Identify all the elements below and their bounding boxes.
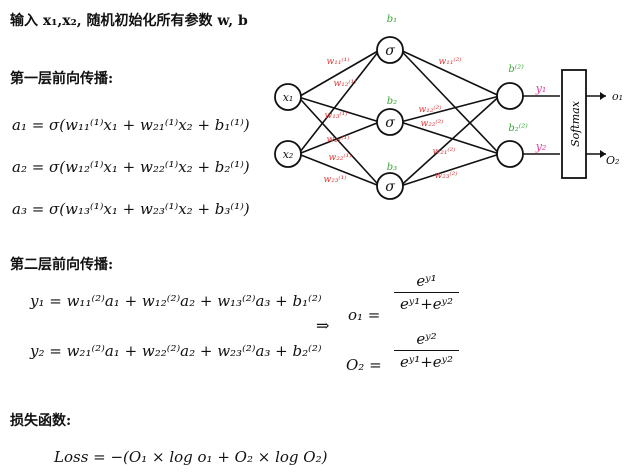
bias-hidden-2: b₂ <box>387 96 397 107</box>
edge-l2-2-1 <box>400 153 500 187</box>
weight-l2-2: w₁₂⁽²⁾ <box>419 104 442 115</box>
o2-label: O₂ = <box>346 356 382 374</box>
weight-l2-3: w₂₂⁽²⁾ <box>421 118 444 129</box>
equation-a3: a₃ = σ(w₁₃⁽¹⁾x₁ + w₂₃⁽¹⁾x₂ + b₃⁽¹⁾) <box>12 200 250 218</box>
weight-l1-2: w₁₂⁽¹⁾ <box>334 78 357 89</box>
softmax-box <box>561 69 587 179</box>
o1-denominator: eʸ¹+eʸ² <box>400 295 454 313</box>
hidden-node-3 <box>376 172 404 200</box>
arrow-o1-head <box>600 92 606 100</box>
loss-title: 损失函数: <box>10 413 72 429</box>
bias-output-1: b⁽²⁾ <box>508 64 524 75</box>
equation-y2: y₂ = w₂₁⁽²⁾a₁ + w₂₂⁽²⁾a₂ + w₂₃⁽²⁾a₃ + b₂… <box>30 342 322 360</box>
bias-output-2: b₂⁽²⁾ <box>508 123 528 134</box>
weight-l2-1: w₁₁⁽²⁾ <box>439 56 462 67</box>
weight-l1-5: w₂₂⁽¹⁾ <box>329 152 352 163</box>
equation-a1: a₁ = σ(w₁₁⁽¹⁾x₁ + w₂₁⁽¹⁾x₂ + b₁⁽¹⁾) <box>12 116 250 134</box>
hidden-node-1 <box>376 36 404 64</box>
hidden-node-label-2: σ <box>385 115 395 131</box>
weight-l1-3: w₁₃⁽¹⁾ <box>325 110 348 121</box>
edge-l2-1-1 <box>400 121 500 155</box>
input-node-2 <box>274 140 302 168</box>
section2-title: 第二层前向传播: <box>10 257 114 273</box>
weight-l1-6: w₂₃⁽¹⁾ <box>324 174 347 185</box>
section1-title: 第一层前向传播: <box>10 71 114 87</box>
intro-text: 输入 x₁,x₂, 随机初始化所有参数 w, b <box>10 13 248 29</box>
o1-label: o₁ = <box>348 306 381 324</box>
final-output-o2: O₂ <box>606 154 619 167</box>
output-node-2 <box>496 140 524 168</box>
input-node-label-2: x₂ <box>283 148 294 161</box>
weight-l1-1: w₁₁⁽¹⁾ <box>327 56 350 67</box>
edge-l1-0-2 <box>297 96 381 187</box>
network-edges <box>297 49 606 187</box>
weight-l2-5: w₂₃⁽²⁾ <box>435 170 458 181</box>
bias-hidden-1: b₁ <box>387 14 397 25</box>
network-labels: x₁ x₂ σ σ σ b₁ b₂ b₃ b⁽²⁾ b₂⁽²⁾ w₁₁⁽¹⁾ w₁₂⁽¹⁾ w₁₃⁽¹⁾… <box>283 14 623 195</box>
o1-fraction-bar <box>394 292 460 293</box>
implies-arrow: ⇒ <box>316 316 330 335</box>
input-node-1 <box>274 83 302 111</box>
edge-l1-1-2 <box>298 153 380 187</box>
o2-denominator: eʸ¹+eʸ² <box>400 353 454 371</box>
loss-equation: Loss = −(O₁ × log o₁ + O₂ × log O₂) <box>54 448 328 466</box>
network-nodes <box>274 36 587 200</box>
hidden-node-2 <box>376 108 404 136</box>
weight-l2-4: w₂₁⁽²⁾ <box>433 146 456 157</box>
o2-fraction: eʸ² eʸ¹+eʸ² <box>394 330 460 371</box>
output-node-1 <box>496 82 524 110</box>
output-y1: y₁ <box>535 82 547 95</box>
o1-numerator: eʸ¹ <box>416 272 437 290</box>
o2-fraction-bar <box>394 350 460 351</box>
edge-l1-1-1 <box>298 121 380 155</box>
edge-l2-0-0 <box>400 49 500 97</box>
equation-a2: a₂ = σ(w₁₂⁽¹⁾x₁ + w₂₂⁽¹⁾x₂ + b₂⁽¹⁾) <box>12 158 250 176</box>
input-node-label-1: x₁ <box>283 91 294 104</box>
edge-l2-2-0 <box>399 95 501 187</box>
equation-y1: y₁ = w₁₁⁽²⁾a₁ + w₁₂⁽²⁾a₂ + w₁₃⁽²⁾a₃ + b₁… <box>30 292 322 310</box>
hidden-node-label-3: σ <box>385 179 395 195</box>
edge-l1-0-1 <box>298 96 380 123</box>
softmax-label: Softmax <box>569 100 582 147</box>
arrow-o2-head <box>600 150 606 158</box>
bias-hidden-3: b₃ <box>387 162 397 173</box>
o1-fraction: eʸ¹ eʸ¹+eʸ² <box>394 272 460 313</box>
edge-l1-0-0 <box>297 49 381 98</box>
edge-l2-0-1 <box>399 49 501 155</box>
final-output-o1: o₁ <box>612 90 623 103</box>
output-y2: y₂ <box>535 140 547 153</box>
o2-numerator: eʸ² <box>416 330 437 348</box>
hidden-node-label-1: σ <box>385 43 395 59</box>
edge-l1-1-0 <box>297 49 381 155</box>
weight-l1-4: w₂₁⁽¹⁾ <box>327 134 350 145</box>
edge-l2-1-0 <box>400 95 500 123</box>
